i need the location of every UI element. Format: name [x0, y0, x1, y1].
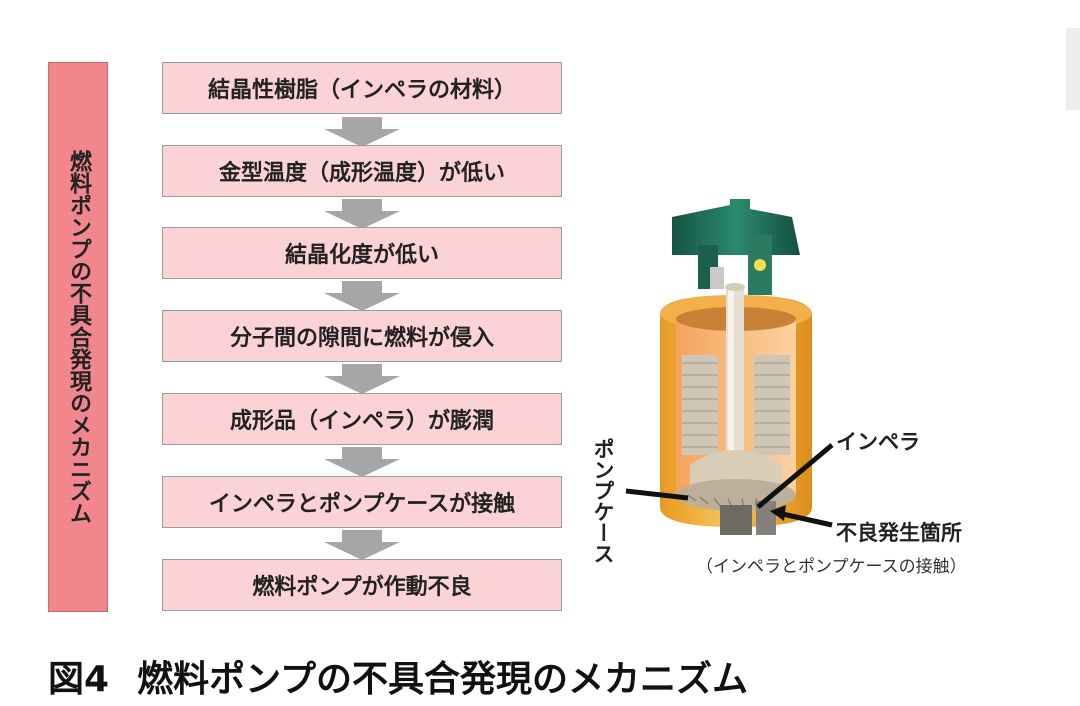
defect-location-label: 不良発生箇所	[836, 521, 962, 545]
mechanism-side-label: 燃料ポンプの不具合発現のメカニズム	[48, 62, 108, 612]
pump-case-label: ポンプケース	[591, 438, 615, 564]
side-label-text: 燃料ポンプの不具合発現のメカニズム	[66, 150, 91, 524]
down-arrow-icon	[324, 117, 400, 147]
down-arrow-icon	[324, 199, 400, 229]
figure-caption: 図4 燃料ポンプの不具合発現のメカニズム	[48, 650, 748, 702]
fuel-pump-illustration	[625, 199, 834, 535]
flow-step-3: 結晶化度が低い	[162, 227, 562, 279]
defect-detail-label: （インペラとポンプケースの接触）	[696, 557, 967, 577]
figure-title: 燃料ポンプの不具合発現のメカニズム	[137, 659, 748, 700]
impeller-label: インペラ	[836, 430, 920, 454]
down-arrow-icon	[324, 530, 400, 560]
flow-step-2: 金型温度（成形温度）が低い	[162, 145, 562, 197]
flow-step-6: インペラとポンプケースが接触	[162, 476, 562, 528]
flow-step-7: 燃料ポンプが作動不良	[162, 559, 562, 611]
side-tab	[1066, 28, 1080, 110]
down-arrow-icon	[324, 364, 400, 394]
flow-step-1: 結晶性樹脂（インペラの材料）	[162, 62, 562, 114]
figure-number: 図4	[48, 659, 110, 700]
down-arrow-icon	[324, 281, 400, 311]
down-arrow-icon	[324, 447, 400, 477]
flow-step-5: 成形品（インペラ）が膨潤	[162, 393, 562, 445]
flow-step-4: 分子間の隙間に燃料が侵入	[162, 310, 562, 362]
